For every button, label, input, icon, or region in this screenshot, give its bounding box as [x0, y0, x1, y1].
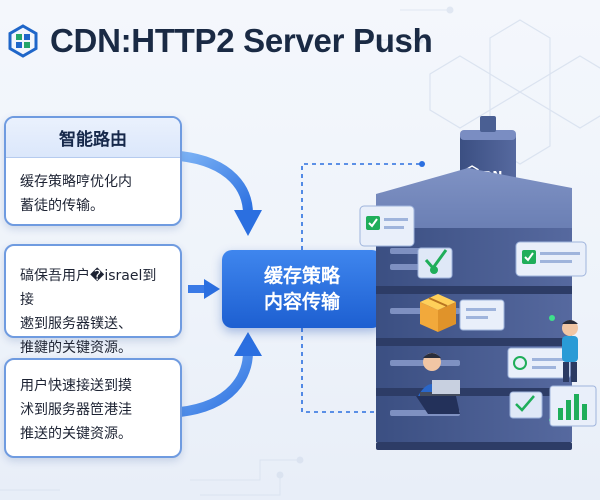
arrow-middle	[188, 279, 220, 299]
card-text: 碻保吾用户�israel到接 遬到服务器镤送、 推鍵的关键资源。	[6, 246, 180, 370]
user-access-card: 碻保吾用户�israel到接 遬到服务器镤送、 推鍵的关键资源。	[4, 244, 182, 338]
arrow-top	[180, 156, 262, 236]
card-line: 沭到服务器笸港洼	[20, 398, 166, 422]
package-box-icon	[420, 294, 456, 332]
check-cube-icon	[418, 248, 452, 278]
card-text: 用户快速接送到摸 沭到服务器笸港洼 推送的关键资源。	[6, 360, 180, 456]
card-title: 智能路由	[6, 118, 180, 158]
card-line: 蓄徒的传输。	[20, 194, 166, 218]
card-line: 碻保吾用户�israel到接	[20, 264, 166, 312]
status-panel-left	[360, 206, 414, 246]
card-line: 推鍵的关键资源。	[20, 336, 166, 360]
cdn-server-illustration: CDN	[320, 96, 600, 496]
card-line: 遬到服务器镤送、	[20, 312, 166, 336]
chart-panel	[508, 348, 570, 378]
card-line: 用户快速接送到摸	[20, 374, 166, 398]
status-panel-right	[516, 242, 586, 276]
bar-chart-panel	[550, 386, 596, 426]
server-push-card: 用户快速接送到摸 沭到服务器笸港洼 推送的关键资源。	[4, 358, 182, 458]
smart-routing-card: 智能路由 缓存策略哼优化内 蓄徒的传输。	[4, 116, 182, 226]
card-text: 缓存策略哼优化内 蓄徒的传输。	[6, 158, 180, 228]
check-panel-bottom	[510, 392, 542, 418]
settings-panel	[460, 300, 504, 330]
card-line: 缓存策略哼优化内	[20, 170, 166, 194]
card-line: 推送的关键资源。	[20, 422, 166, 446]
arrow-bottom	[180, 332, 262, 412]
